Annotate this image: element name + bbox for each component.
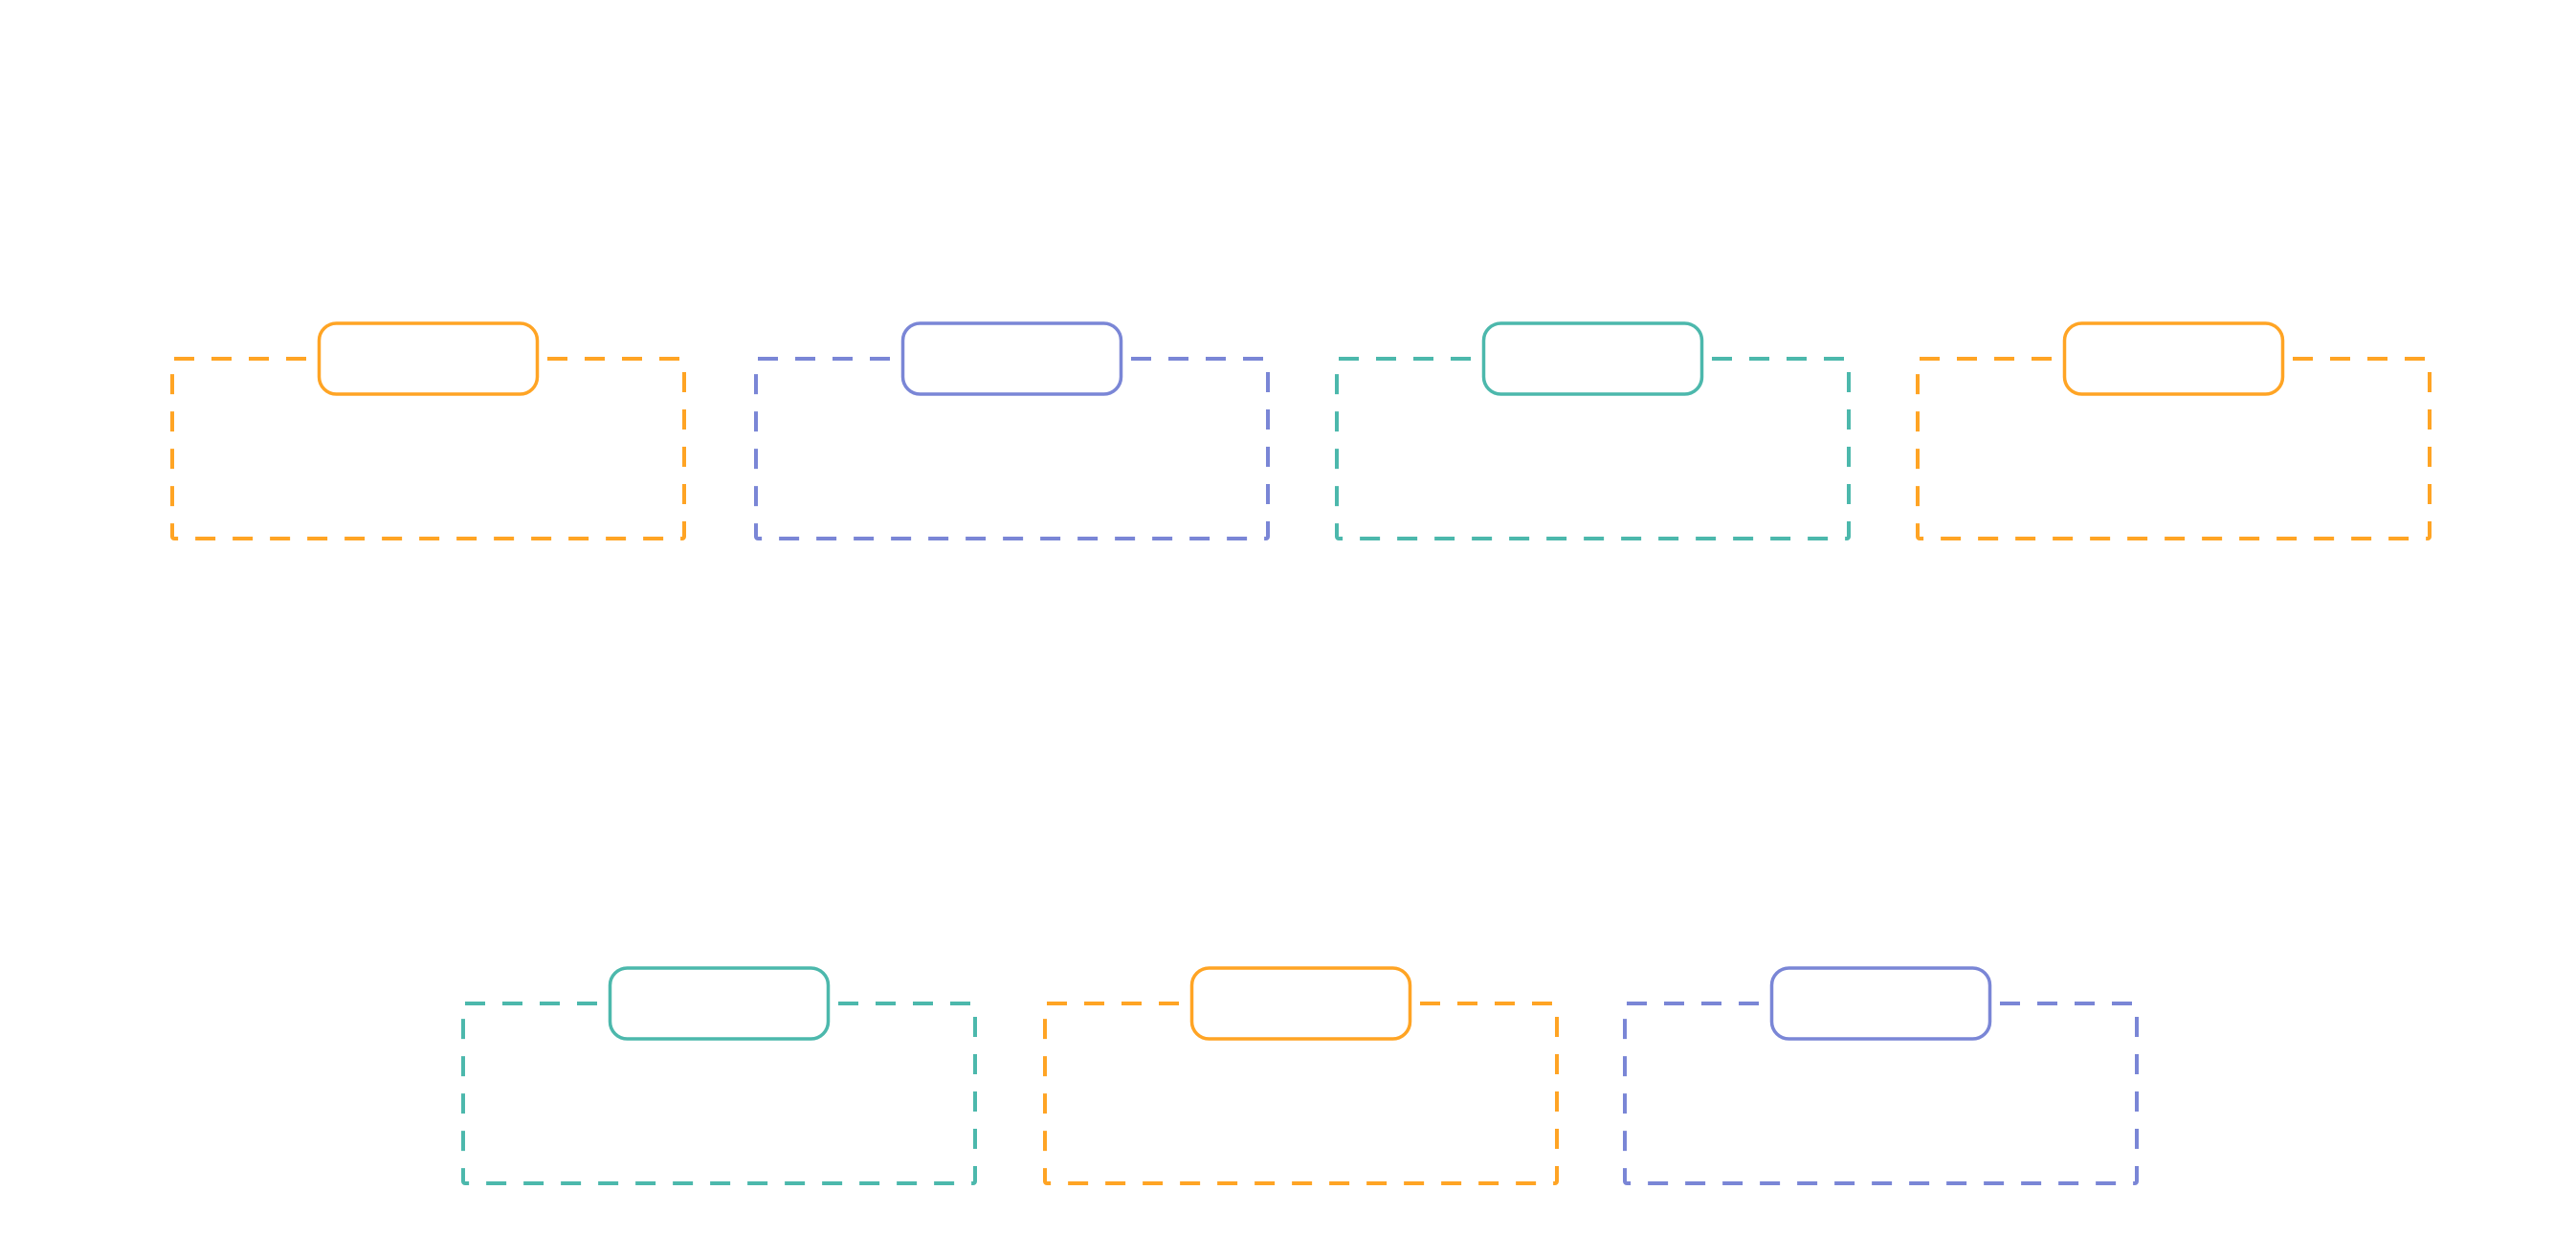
- group-boundary[interactable]: [461, 1002, 977, 1185]
- group-boundary[interactable]: [1916, 357, 2432, 540]
- group-node[interactable]: [461, 966, 977, 1185]
- group-node[interactable]: [1623, 966, 2139, 1185]
- group-node[interactable]: [1916, 321, 2432, 540]
- group-node[interactable]: [754, 321, 1270, 540]
- node-label-pill[interactable]: [1769, 966, 1992, 1041]
- node-label-pill[interactable]: [1189, 966, 1412, 1041]
- group-node[interactable]: [1335, 321, 1851, 540]
- group-boundary[interactable]: [1335, 357, 1851, 540]
- node-label-pill[interactable]: [900, 321, 1123, 396]
- node-label-pill[interactable]: [1481, 321, 1704, 396]
- group-boundary[interactable]: [170, 357, 686, 540]
- group-boundary[interactable]: [1043, 1002, 1559, 1185]
- node-label-pill[interactable]: [2062, 321, 2285, 396]
- group-boundary[interactable]: [754, 357, 1270, 540]
- group-boundary[interactable]: [1623, 1002, 2139, 1185]
- node-label-pill[interactable]: [608, 966, 831, 1041]
- group-node[interactable]: [170, 321, 686, 540]
- group-node[interactable]: [1043, 966, 1559, 1185]
- node-label-pill[interactable]: [317, 321, 540, 396]
